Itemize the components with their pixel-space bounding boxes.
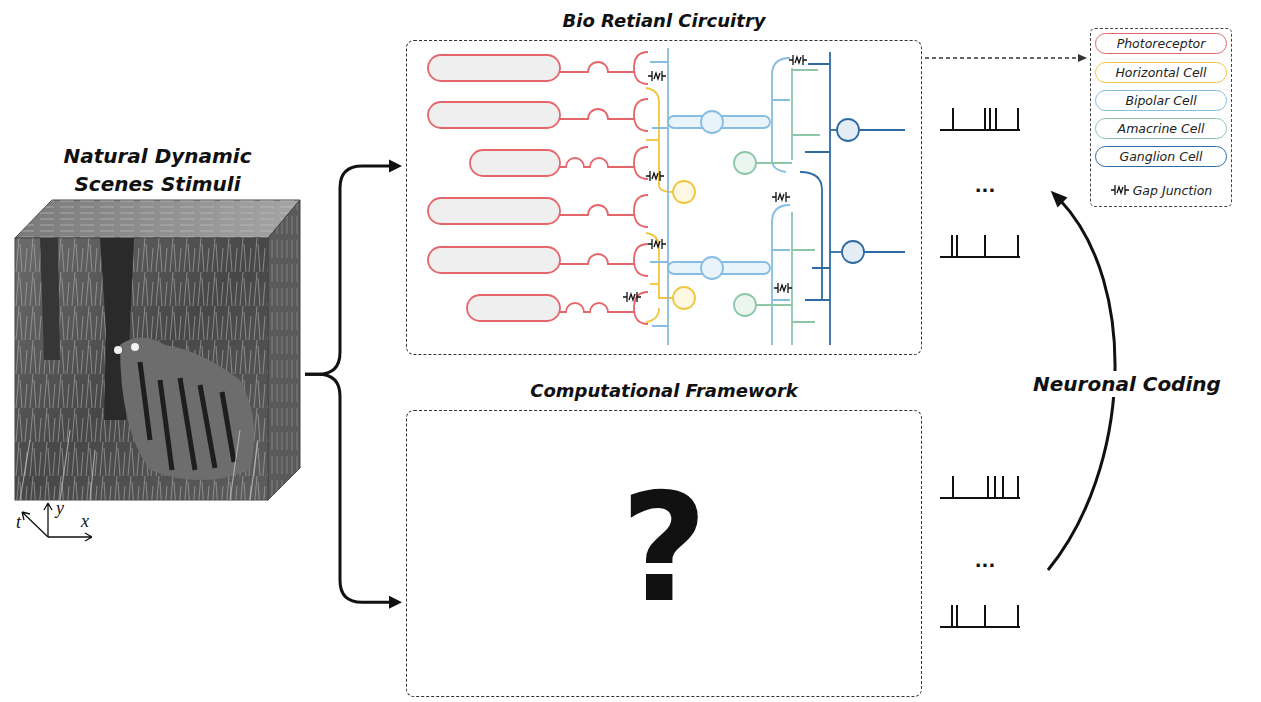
axis-label: y xyxy=(56,498,64,518)
ganglion-cells xyxy=(800,52,905,345)
legend-box: PhotoreceptorHorizontal CellBipolar Cell… xyxy=(1090,28,1232,207)
arrow-head xyxy=(389,596,402,609)
legend-row: Gap Junction xyxy=(1095,179,1227,201)
legend-swatch: Photoreceptor xyxy=(1095,33,1227,54)
legend-text: Photoreceptor xyxy=(1117,36,1206,51)
stimulus-cube xyxy=(15,200,300,500)
axis-label: x xyxy=(81,511,89,531)
legend-text: Amacrine Cell xyxy=(1118,121,1205,136)
arrow-head xyxy=(389,160,402,173)
connector xyxy=(305,374,402,608)
legend-swatch: Ganglion Cell xyxy=(1095,146,1227,167)
arrow-label: Neuronal Coding xyxy=(1030,371,1224,397)
framework-box: Computational Framework? xyxy=(406,410,922,697)
stimulus-node: Natural Dynamic Scenes Stimuli xyxy=(10,142,305,505)
legend-swatch: Horizontal Cell xyxy=(1095,62,1227,83)
circuitry-box: Bio Retianl Circuitry xyxy=(406,40,922,355)
stimulus-heading: Natural Dynamic Scenes Stimuli xyxy=(43,142,273,198)
box-heading: Bio Retianl Circuitry xyxy=(407,7,921,35)
bipolar-cells xyxy=(650,48,790,345)
photoreceptors xyxy=(428,52,648,324)
legend-swatch: Bipolar Cell xyxy=(1095,90,1227,111)
spike-trains xyxy=(940,108,1020,627)
connector-line xyxy=(305,166,392,374)
legend-text: Horizontal Cell xyxy=(1115,65,1206,80)
legend-text: Gap Junction xyxy=(1133,183,1213,198)
legend-swatch: Amacrine Cell xyxy=(1095,118,1227,139)
axis-label: t xyxy=(16,512,21,532)
legend-text: Ganglion Cell xyxy=(1119,149,1202,164)
ellipsis: ... xyxy=(963,176,1007,196)
gap-junction-symbol xyxy=(1110,183,1130,197)
gap-junctions xyxy=(623,55,807,302)
connector-line xyxy=(305,374,392,602)
legend-text: Bipolar Cell xyxy=(1125,93,1196,108)
legend-leader xyxy=(925,54,1087,62)
amacrine-cells xyxy=(734,68,820,345)
ellipsis: ... xyxy=(963,551,1007,571)
gap-junction-mark xyxy=(1111,185,1129,195)
box-heading: Computational Framework xyxy=(407,377,921,405)
connector xyxy=(305,160,402,375)
question-mark: ? xyxy=(407,473,921,623)
